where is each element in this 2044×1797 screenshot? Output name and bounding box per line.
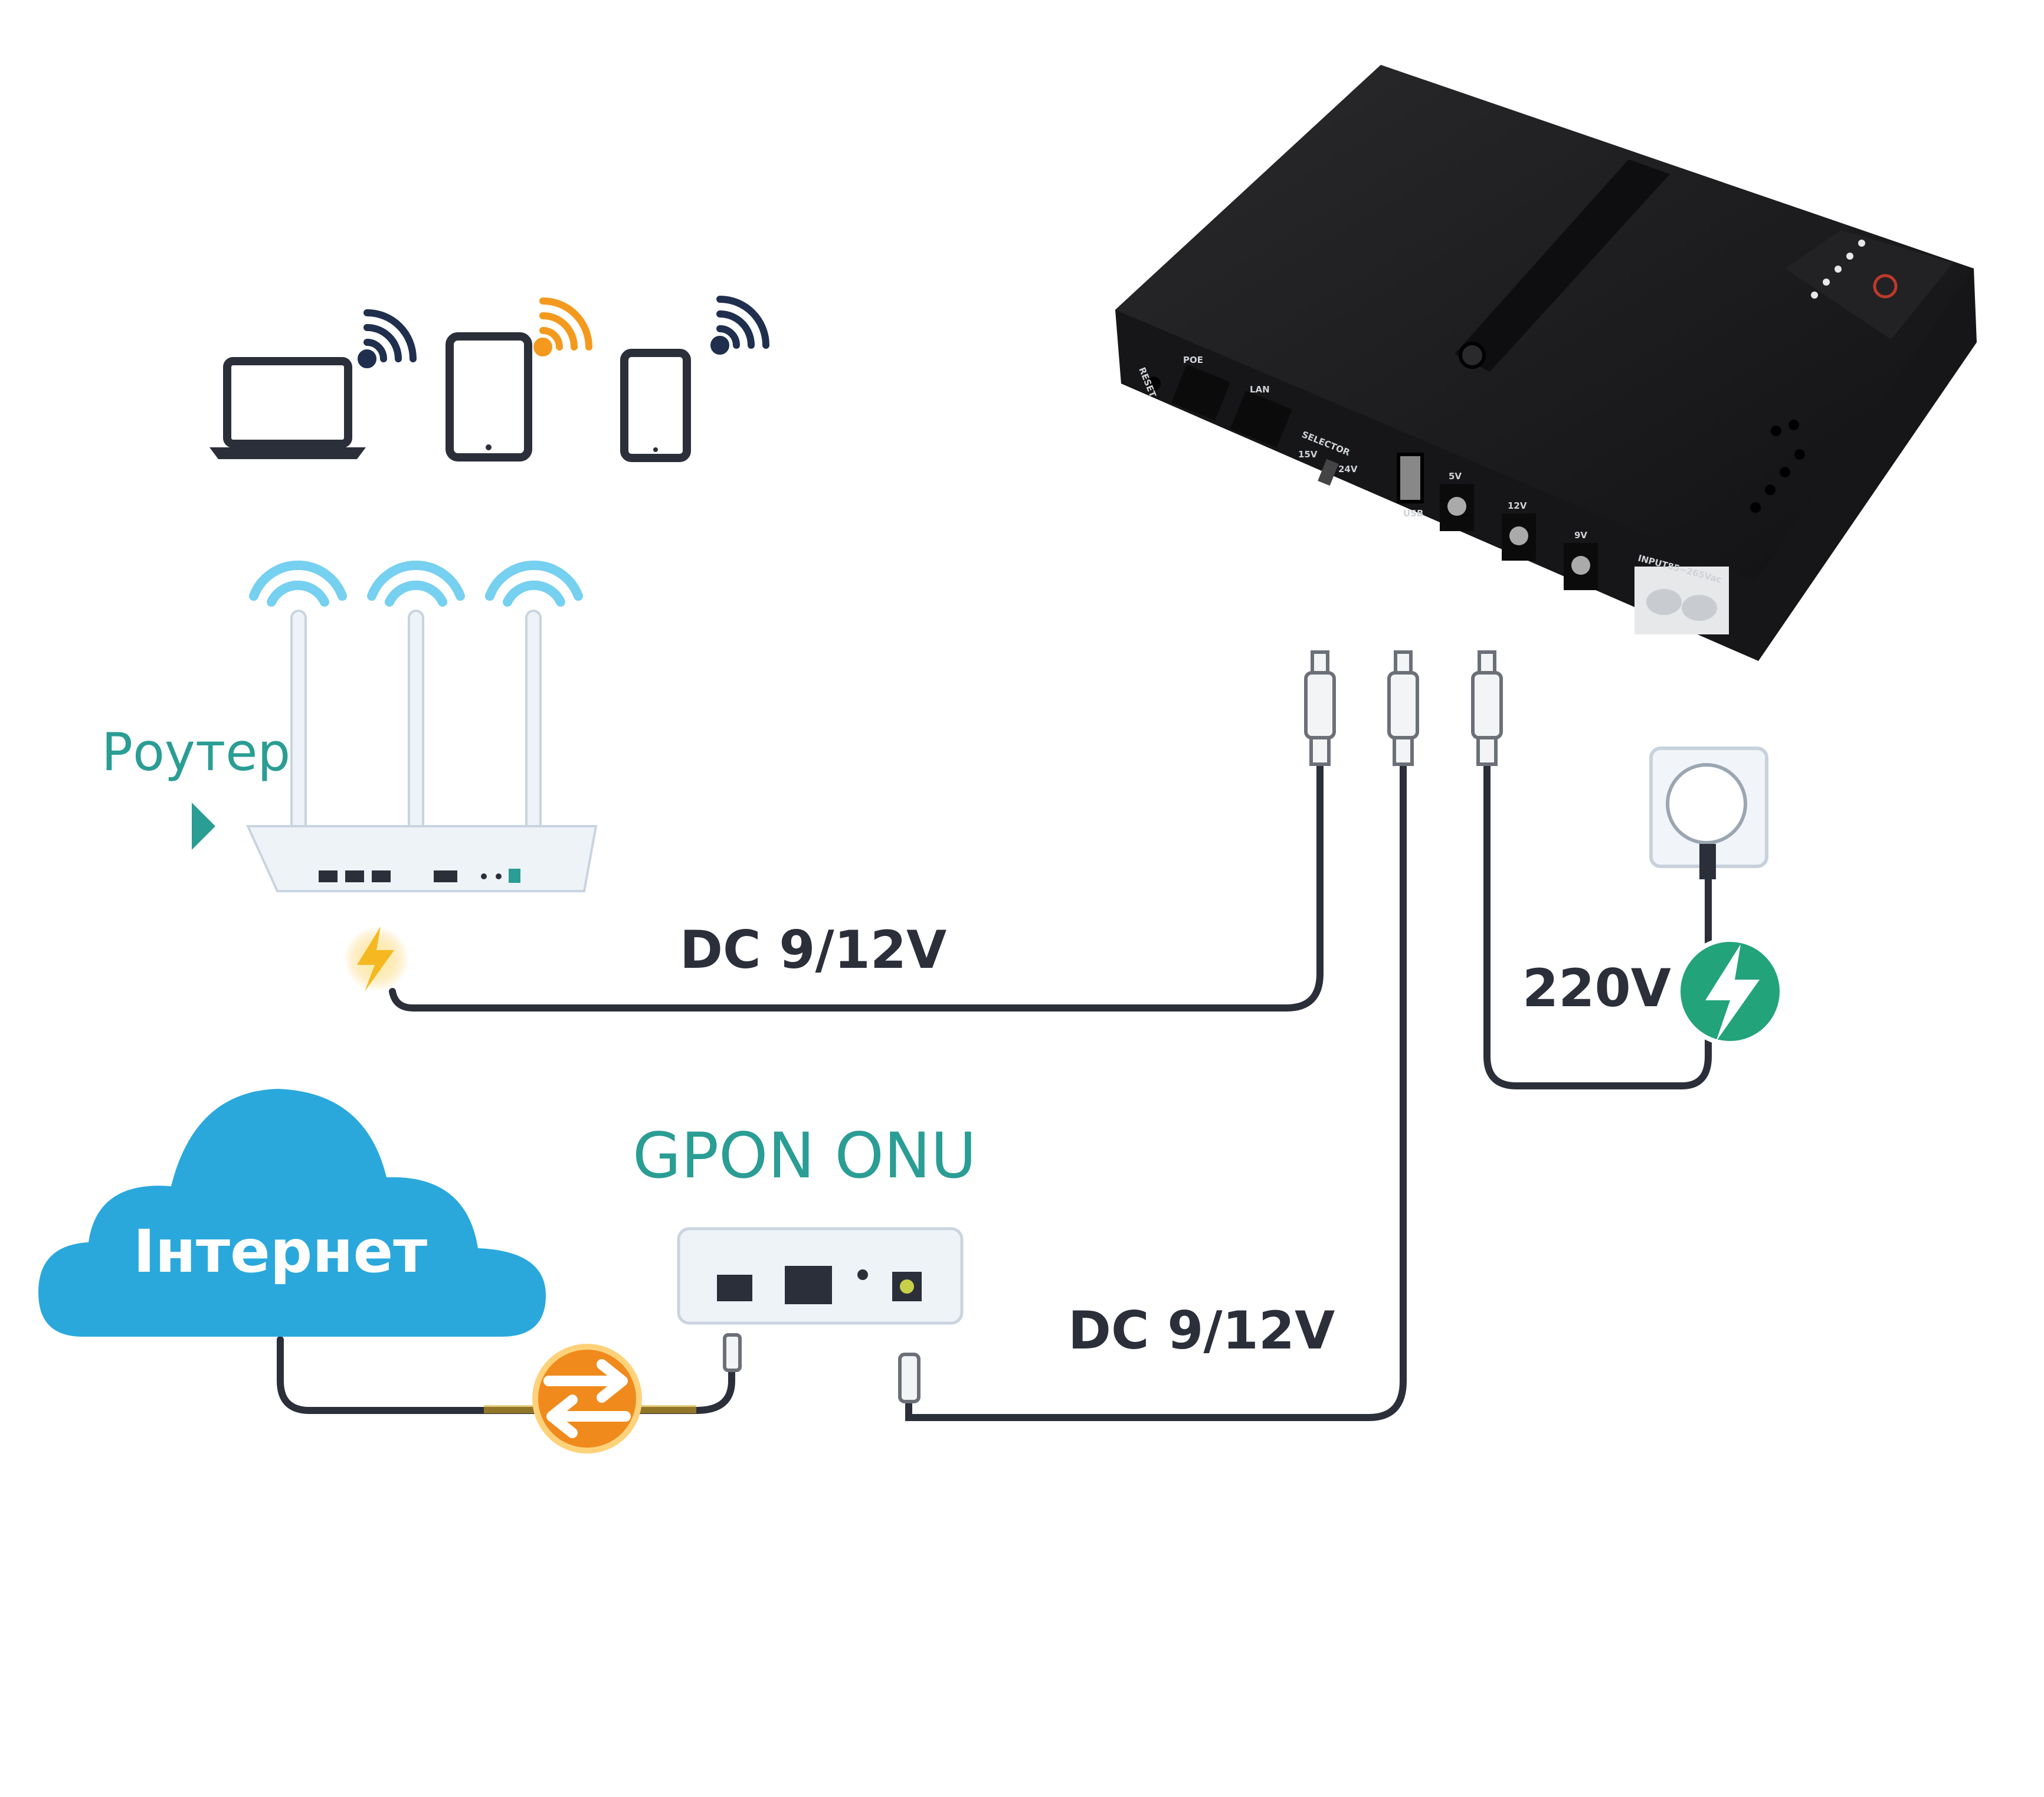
onu-label: GPON ONU: [633, 1120, 977, 1192]
wifi-icon: [358, 296, 769, 368]
exchange-arrows-icon: [532, 1344, 642, 1454]
dc-cable: [277, 758, 1712, 1421]
mini-ups-device: RESET POE LAN SELECTOR 15V 24V USB 5V 12…: [1115, 65, 1977, 661]
selector-24v-label: 24V: [1338, 464, 1358, 474]
tablet-icon: [446, 332, 532, 461]
power-bolt-icon: [1676, 937, 1784, 1046]
output-12v-label: 12V: [1508, 500, 1527, 511]
ups-port-panel: RESET POE LAN SELECTOR 15V 24V USB 5V 12…: [1136, 355, 1729, 634]
mains-voltage-label: 220V: [1522, 958, 1671, 1019]
dc-router-label: DC 9/12V: [680, 919, 946, 980]
phone-icon: [620, 349, 691, 462]
gpon-onu-device: [677, 1227, 964, 1325]
usb-port-label: USB: [1403, 508, 1423, 519]
output-9v-label: 9V: [1574, 530, 1587, 541]
dc-plug-icon: [723, 650, 1503, 1403]
router-icon: [245, 560, 598, 892]
selector-15v-label: 15V: [1298, 449, 1318, 460]
internet-label: Інтернет: [133, 1217, 428, 1286]
router-label: Роутер: [101, 722, 290, 783]
laptop-icon: [209, 357, 366, 459]
lan-port-label: LAN: [1250, 384, 1270, 395]
play-triangle-icon: [192, 803, 215, 850]
wifi-icon: [249, 560, 583, 607]
cloud-icon: Інтернет: [38, 1089, 546, 1337]
dc-onu-label: DC 9/12V: [1068, 1300, 1335, 1361]
lightning-icon: [344, 927, 409, 991]
poe-port-label: POE: [1183, 355, 1203, 365]
output-5v-label: 5V: [1449, 471, 1462, 482]
wall-socket-icon: [1649, 747, 1768, 879]
